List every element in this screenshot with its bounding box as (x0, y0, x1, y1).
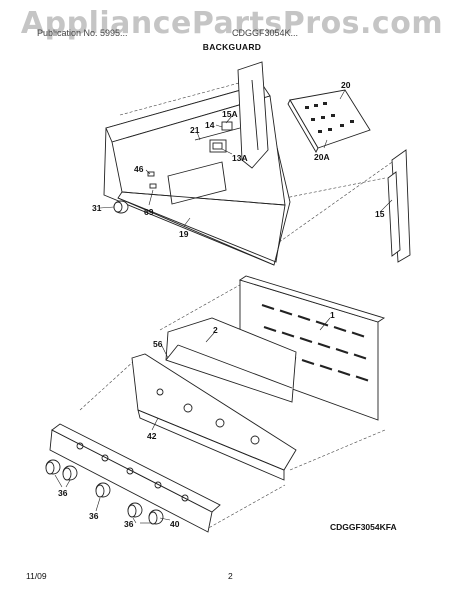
part-label-36-left: 36 (58, 488, 68, 498)
vent-slot (279, 309, 293, 316)
vent-slot (301, 359, 315, 365)
part-label-69: 69 (144, 207, 154, 217)
footer-page-number: 2 (228, 571, 233, 581)
part-label-2: 2 (213, 325, 218, 335)
part-label-21: 21 (190, 125, 200, 135)
front-trim (49, 423, 221, 533)
burner-knobs (45, 459, 164, 525)
vent-slot (315, 320, 329, 327)
side-bracket (387, 149, 411, 263)
leader-lines (54, 89, 393, 524)
part-label-19: 19 (179, 229, 189, 239)
vent-slot (333, 326, 347, 332)
vent-slot (337, 370, 351, 376)
header-right-caption: CDGGF3054K... (232, 28, 299, 38)
vent-slot (335, 348, 349, 354)
control-panel (131, 353, 297, 481)
vent-slot (281, 331, 295, 338)
part-label-20a: 20A (314, 152, 330, 162)
part-label-46: 46 (134, 164, 144, 174)
vent-slot (317, 342, 331, 349)
model-number: CDGGF3054KFA (330, 522, 397, 532)
vent-slot (351, 331, 365, 338)
part-label-36-middle: 36 (89, 511, 99, 521)
part-label-40: 40 (170, 519, 180, 529)
part-label-15a: 15A (222, 109, 238, 119)
vent-slot (299, 337, 313, 343)
vent-slot (261, 304, 275, 310)
vent-slot (319, 364, 333, 371)
part-label-14: 14 (205, 120, 215, 130)
part-label-13a: 13A (232, 153, 248, 163)
small-knob-and-clips (113, 171, 157, 214)
header-left-caption: Publication No. 5995... (37, 28, 128, 38)
section-title: BACKGUARD (202, 42, 262, 52)
part-label-20: 20 (341, 80, 351, 90)
part-label-42: 42 (147, 431, 157, 441)
part-labels: 20 15A 14 21 13A 20A 46 31 69 19 15 1 2 … (58, 80, 385, 529)
part-label-31: 31 (92, 203, 102, 213)
vent-slot (353, 353, 367, 360)
footer-date: 11/09 (26, 571, 47, 581)
control-board (287, 89, 371, 153)
part-label-56: 56 (153, 339, 163, 349)
manifold-shield (165, 317, 297, 403)
vent-slot (263, 326, 277, 332)
rear-bracket (237, 61, 269, 169)
vent-slot (355, 375, 369, 382)
watermark: AppliancePartsPros.com (20, 6, 444, 41)
part-label-36-right: 36 (124, 519, 134, 529)
part-label-1: 1 (330, 310, 335, 320)
part-label-15: 15 (375, 209, 385, 219)
vent-slot (297, 315, 311, 321)
